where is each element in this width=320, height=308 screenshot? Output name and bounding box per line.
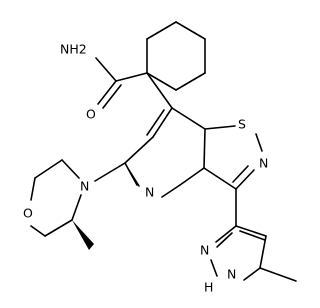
- cyclohexane-ring: [146, 21, 206, 91]
- thiazole-nitrogen-label: N: [259, 156, 268, 171]
- morpholine-ring: [30, 159, 126, 250]
- pyrazole-h-label: H: [204, 280, 213, 295]
- morpholine-nitrogen-label: N: [80, 179, 89, 194]
- pyridine-nitrogen-label: N: [145, 185, 154, 200]
- molecule-diagram: NH2 O S N N N O N N H: [23, 21, 297, 295]
- pyrazole-nitrogen-label: N: [200, 243, 209, 258]
- amide-group: [95, 57, 148, 109]
- amide-oxygen-label: O: [86, 107, 96, 122]
- core-linker-bond: [146, 72, 173, 109]
- pyrazole-nh-nitrogen-label: N: [227, 267, 236, 282]
- thiazole-sulfur-label: S: [238, 117, 246, 132]
- stereo-wedge: [72, 220, 94, 250]
- amide-nh2-label: NH2: [60, 42, 87, 57]
- pyridine-ring: [124, 107, 206, 198]
- morpholine-oxygen-label: O: [23, 206, 33, 221]
- isothiazole-ring: [203, 125, 263, 190]
- structure-svg: NH2 O S N N N O N N H: [23, 21, 297, 295]
- pyrazole-ring: [210, 188, 297, 282]
